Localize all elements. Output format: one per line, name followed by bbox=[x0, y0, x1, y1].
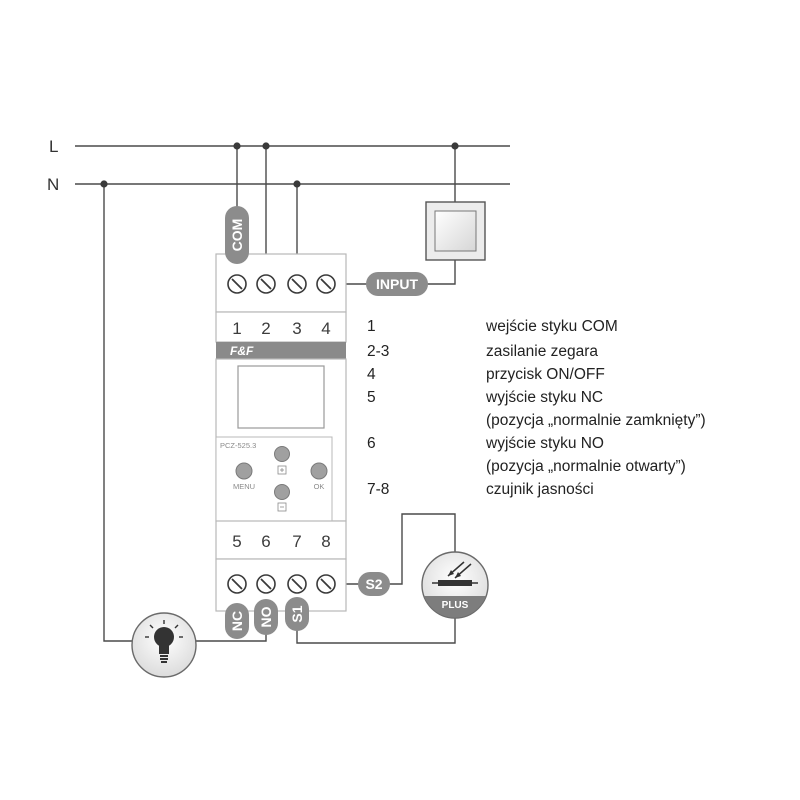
terminal-numbers: 1 2 3 4 5 6 7 8 bbox=[232, 319, 330, 551]
wire-s1-sensor bbox=[296, 618, 456, 644]
photoresistor-icon bbox=[432, 561, 478, 586]
light-bulb-icon bbox=[145, 620, 183, 663]
ok-button-label: OK bbox=[314, 482, 325, 491]
supply-lines: L N bbox=[47, 137, 510, 194]
terminal-number: 8 bbox=[321, 532, 330, 551]
sensor-label: PLUS bbox=[442, 600, 469, 611]
terminal-tags: COM INPUT S2 NC NO S1 bbox=[225, 206, 428, 639]
brand-logo: F&F bbox=[230, 344, 254, 358]
terminal-number: 2 bbox=[261, 319, 270, 338]
terminal-screw-icon bbox=[287, 574, 307, 594]
s2-tag bbox=[358, 572, 390, 596]
legend-key: 7-8 bbox=[367, 481, 389, 498]
junction-dot bbox=[233, 142, 241, 150]
wire-no-lamp bbox=[196, 634, 267, 642]
live-line-label: L bbox=[49, 137, 58, 156]
no-tag bbox=[254, 599, 278, 635]
legend: 1 wejście styku COM 2-3 zasilanie zegara… bbox=[367, 318, 706, 498]
input-tag bbox=[366, 272, 428, 296]
ok-button[interactable] bbox=[310, 462, 328, 480]
legend-text: wyjście styku NO bbox=[485, 435, 604, 452]
legend-text: (pozycja „normalnie otwarty”) bbox=[486, 458, 686, 475]
bottom-number-strip bbox=[215, 520, 347, 560]
terminal-screw-icon bbox=[256, 274, 276, 294]
s2-tag-label: S2 bbox=[365, 576, 382, 592]
wire-switch-input bbox=[427, 260, 456, 285]
legend-key: 2-3 bbox=[367, 343, 389, 360]
sensor-band bbox=[424, 596, 486, 618]
input-tag-label: INPUT bbox=[376, 276, 418, 292]
lcd-display bbox=[237, 365, 325, 429]
lamp bbox=[131, 612, 197, 678]
terminal-screw-icon bbox=[316, 574, 336, 594]
legend-key: 1 bbox=[367, 318, 376, 335]
terminal-screw-icon bbox=[256, 574, 276, 594]
terminal-screw-icon bbox=[287, 274, 307, 294]
switch-rocker-icon bbox=[434, 210, 477, 252]
menu-button-label: MENU bbox=[233, 482, 255, 491]
model-label: PCZ-525.3 bbox=[220, 441, 256, 450]
menu-button[interactable] bbox=[235, 462, 253, 480]
neutral-line-label: N bbox=[47, 175, 59, 194]
legend-key: 6 bbox=[367, 435, 376, 452]
terminal-number: 3 bbox=[292, 319, 301, 338]
legend-text: wejście styku COM bbox=[485, 318, 618, 335]
nc-tag bbox=[225, 603, 249, 639]
nc-tag-label: NC bbox=[229, 611, 245, 631]
terminal-number: 4 bbox=[321, 319, 330, 338]
plus-button[interactable] bbox=[274, 446, 290, 462]
terminal-number: 5 bbox=[232, 532, 241, 551]
no-tag-label: NO bbox=[258, 606, 274, 627]
wire-s2-sensor bbox=[389, 513, 456, 585]
control-panel bbox=[215, 436, 333, 522]
terminal-screw-icon bbox=[316, 274, 336, 294]
light-sensor: PLUS bbox=[421, 551, 489, 619]
wire-neutral-lamp bbox=[103, 184, 132, 642]
legend-text: zasilanie zegara bbox=[486, 343, 598, 360]
legend-text: przycisk ON/OFF bbox=[486, 366, 605, 383]
timer-device: F&F PCZ-525.3 MENU OK bbox=[215, 253, 347, 612]
wires bbox=[103, 146, 456, 644]
terminal-number: 7 bbox=[292, 532, 301, 551]
top-number-strip bbox=[215, 311, 347, 343]
terminal-number: 1 bbox=[232, 319, 241, 338]
terminal-screw-icon bbox=[227, 574, 247, 594]
junction-dot bbox=[262, 142, 270, 150]
junction-dots bbox=[100, 142, 459, 188]
s1-tag bbox=[285, 597, 309, 631]
brand-bar bbox=[216, 342, 346, 359]
legend-key: 5 bbox=[367, 389, 376, 406]
legend-text: wyjście styku NC bbox=[485, 389, 603, 406]
terminal-number: 6 bbox=[261, 532, 270, 551]
junction-dot bbox=[100, 180, 108, 188]
minus-icon bbox=[277, 502, 287, 512]
com-tag bbox=[225, 206, 249, 264]
legend-text: czujnik jasności bbox=[486, 481, 594, 498]
terminal-screw-icon bbox=[227, 274, 247, 294]
junction-dot bbox=[451, 142, 459, 150]
legend-key: 4 bbox=[367, 366, 376, 383]
plus-icon bbox=[277, 465, 287, 475]
wall-switch bbox=[425, 201, 486, 261]
com-tag-label: COM bbox=[229, 219, 245, 252]
legend-text: (pozycja „normalnie zamknięty”) bbox=[486, 412, 706, 429]
s1-tag-label: S1 bbox=[289, 605, 305, 622]
terminal-screws bbox=[227, 274, 336, 594]
minus-button[interactable] bbox=[274, 484, 290, 500]
junction-dot bbox=[293, 180, 301, 188]
